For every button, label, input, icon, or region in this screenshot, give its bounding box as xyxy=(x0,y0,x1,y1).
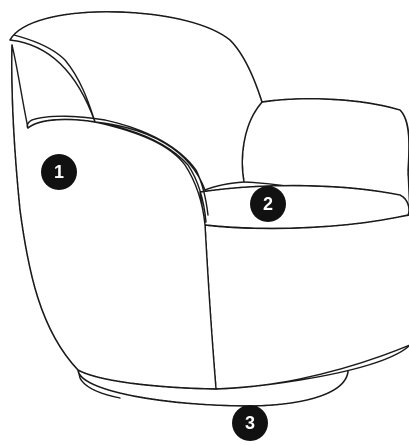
callout-marker-1: 1 xyxy=(41,154,77,190)
callout-label-3: 3 xyxy=(245,413,255,433)
callout-label-1: 1 xyxy=(54,162,64,182)
chair-body xyxy=(205,215,409,389)
callout-label-2: 2 xyxy=(263,194,273,214)
callout-marker-2: 2 xyxy=(250,186,286,222)
callout-marker-3: 3 xyxy=(232,405,268,441)
